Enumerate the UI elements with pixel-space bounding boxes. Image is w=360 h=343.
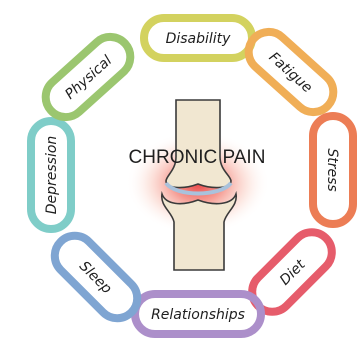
link-stress: Stress (313, 116, 353, 224)
link-depression: Depression (31, 121, 71, 229)
link-disability: Disability (144, 18, 252, 58)
link-relationships: Relationships (135, 294, 261, 334)
link-relationships-label: Relationships (151, 307, 245, 323)
tibia-bone (162, 194, 236, 270)
link-depression-label: Depression (44, 136, 60, 215)
link-stress-label: Stress (324, 148, 340, 191)
link-fatigue: Fatigue (240, 24, 341, 121)
link-physical: Physical (37, 29, 138, 126)
knee-joint-illustration: CHRONIC PAIN (126, 100, 270, 270)
link-sleep: Sleep (47, 228, 146, 327)
center-title: CHRONIC PAIN (129, 147, 266, 168)
link-physical-label: Physical (62, 53, 115, 103)
link-disability-label: Disability (166, 31, 232, 47)
